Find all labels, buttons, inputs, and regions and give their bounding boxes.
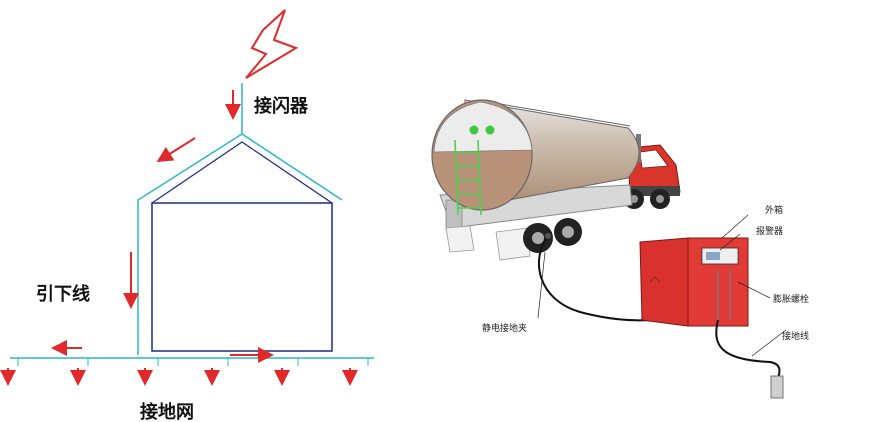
current-arrows <box>0 90 358 386</box>
outer-box-label: 外箱 <box>765 204 783 216</box>
ground-grid-label: 接地网 <box>140 401 194 422</box>
grounding-cabinet <box>639 237 749 327</box>
expansion-bolt-label: 膨胀螺栓 <box>773 293 809 305</box>
ground-spike <box>770 375 784 399</box>
tanker-grounding-diagram: 外箱 报警器 膨胀螺栓 接地线 静电接地夹 <box>431 99 809 399</box>
lightning-rod-label: 接闪器 <box>254 95 309 117</box>
rear-wheels <box>523 218 582 253</box>
leader-lines <box>537 214 787 357</box>
building-lightning-diagram: 接闪器 引下线 接地网 <box>0 9 374 422</box>
lightning-bolt-icon <box>245 9 299 79</box>
oil-tank <box>431 99 640 216</box>
ground-wire <box>715 319 781 379</box>
static-clamp-icon <box>545 233 551 239</box>
alarm-label: 报警器 <box>756 225 783 237</box>
ground-wire-label: 接地线 <box>782 330 809 342</box>
ground-grid-ticks <box>17 358 369 366</box>
static-clamp-label: 静电接地夹 <box>482 322 527 334</box>
down-conductor-label: 引下线 <box>36 283 90 305</box>
building-roof <box>151 141 333 204</box>
building <box>151 202 333 352</box>
